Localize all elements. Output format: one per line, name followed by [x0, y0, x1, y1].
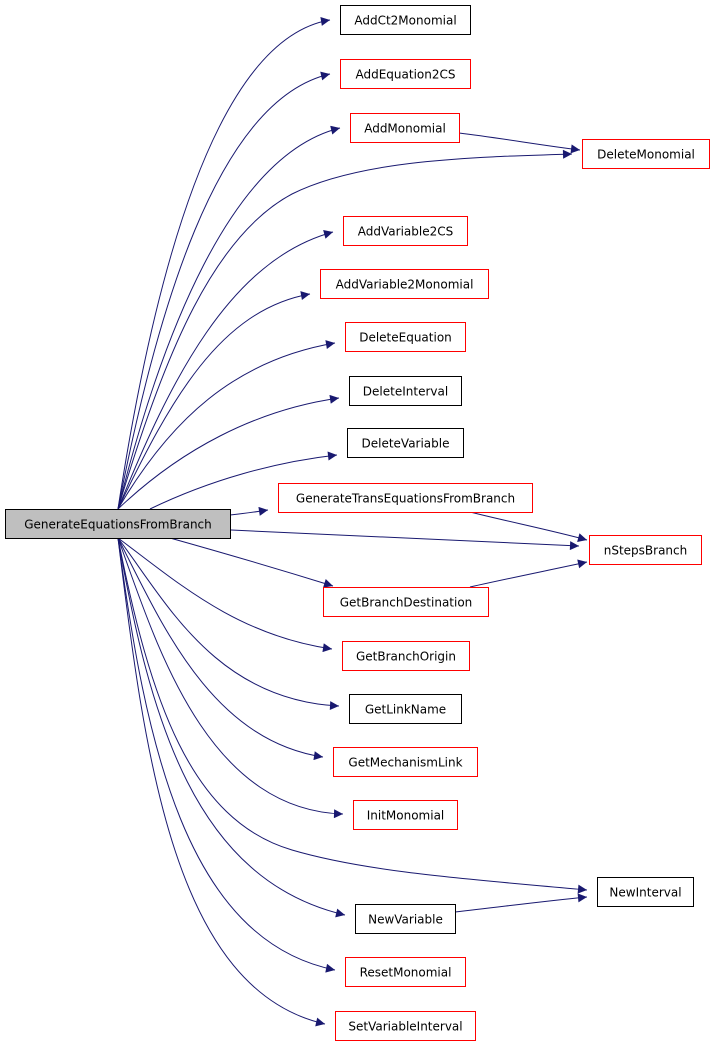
node-addequation2cs-label: AddEquation2CS — [355, 68, 455, 82]
edge-root-to-deletemonomial — [117, 149, 573, 510]
node-resetmonomial-label: ResetMonomial — [360, 966, 452, 980]
edge-root-to-newinterval — [117, 537, 588, 894]
edge-root-to-setvariableinterval — [117, 537, 326, 1027]
node-deleteequation-label: DeleteEquation — [359, 331, 452, 345]
node-deletevariable-label: DeleteVariable — [361, 437, 449, 451]
root-node-generateequationsfrombranch[interactable]: GenerateEquationsFromBranch — [5, 509, 231, 539]
edge-root-to-nstepsbranch — [229, 529, 580, 551]
node-newinterval-label: NewInterval — [609, 886, 681, 900]
edge-root-to-initmonomial — [117, 537, 344, 819]
node-generatetransequationsfrombranch-label: GenerateTransEquationsFromBranch — [296, 492, 515, 506]
edge-root-to-addvariable2monomial — [117, 291, 311, 510]
node-addequation2cs[interactable]: AddEquation2CS — [340, 59, 471, 89]
node-newinterval-box — [597, 877, 694, 907]
node-addequation2cs-box — [340, 59, 471, 89]
node-nstepsbranch[interactable]: nStepsBranch — [589, 535, 702, 565]
edge-root-to-addmonomial — [117, 125, 341, 510]
edge-root-to-generatetransequationsfrombranch — [229, 506, 269, 516]
node-getlinkname[interactable]: GetLinkName — [349, 694, 462, 724]
node-setvariableinterval[interactable]: SetVariableInterval — [335, 1011, 476, 1041]
edge-root-to-deleteequation — [117, 340, 336, 510]
edge-getbranchdestination-to-nstepsbranch — [469, 559, 588, 588]
node-addmonomial-box — [350, 113, 460, 143]
node-addmonomial-label: AddMonomial — [364, 122, 446, 136]
node-newvariable-label: NewVariable — [368, 913, 443, 927]
node-getbranchorigin-box — [342, 641, 470, 671]
edge-root-to-deleteinterval — [117, 394, 340, 510]
node-addvariable2cs[interactable]: AddVariable2CS — [343, 216, 468, 246]
edge-addmonomial-to-deletemonomial — [458, 132, 581, 154]
edge-root-to-getbranchorigin — [117, 537, 333, 653]
node-newvariable[interactable]: NewVariable — [355, 904, 456, 934]
edge-root-to-getlinkname — [117, 537, 340, 711]
node-initmonomial-label: InitMonomial — [367, 809, 445, 823]
node-generatetransequationsfrombranch-box — [278, 483, 533, 513]
node-newinterval[interactable]: NewInterval — [597, 877, 694, 907]
node-getmechanismlink-label: GetMechanismLink — [348, 756, 462, 770]
node-deleteequation[interactable]: DeleteEquation — [345, 322, 466, 352]
edge-root-to-resetmonomial — [117, 537, 336, 973]
node-nstepsbranch-label: nStepsBranch — [604, 544, 688, 558]
node-resetmonomial-box — [345, 957, 466, 987]
node-getbranchdestination-box — [323, 587, 489, 617]
node-addvariable2monomial-label: AddVariable2Monomial — [336, 278, 474, 292]
node-resetmonomial[interactable]: ResetMonomial — [345, 957, 466, 987]
node-addct2monomial[interactable]: AddCt2Monomial — [340, 5, 471, 35]
edge-newvariable-to-newinterval — [454, 893, 588, 913]
edge-root-to-addvariable2cs — [117, 230, 334, 510]
node-layer: GenerateEquationsFromBranch AddCt2Monomia… — [5, 5, 710, 1041]
edge-root-to-newvariable — [117, 537, 346, 918]
node-getmechanismlink[interactable]: GetMechanismLink — [333, 747, 478, 777]
node-deletemonomial-label: DeleteMonomial — [597, 148, 695, 162]
edge-root-to-getbranchdestination — [169, 537, 334, 588]
node-getlinkname-box — [349, 694, 462, 724]
node-addct2monomial-label: AddCt2Monomial — [354, 14, 456, 28]
edge-root-to-addequation2cs — [117, 71, 331, 510]
node-deletemonomial-box — [582, 139, 710, 169]
node-addct2monomial-box — [340, 5, 471, 35]
edge-root-to-addct2monomial — [117, 17, 331, 510]
node-setvariableinterval-label: SetVariableInterval — [348, 1020, 462, 1034]
edge-root-to-getmechanismlink — [117, 537, 324, 761]
root-node-generateequationsfrombranch-box — [5, 509, 231, 539]
node-setvariableinterval-box — [335, 1011, 476, 1041]
edge-generatetransequationsfrombranch-to-nstepsbranch — [469, 511, 588, 542]
node-getbranchorigin-label: GetBranchOrigin — [356, 650, 456, 664]
node-nstepsbranch-box — [589, 535, 702, 565]
node-newvariable-box — [355, 904, 456, 934]
node-generatetransequationsfrombranch[interactable]: GenerateTransEquationsFromBranch — [278, 483, 533, 513]
node-initmonomial[interactable]: InitMonomial — [353, 800, 458, 830]
node-getlinkname-label: GetLinkName — [365, 703, 446, 717]
node-addvariable2monomial-box — [320, 269, 489, 299]
node-initmonomial-box — [353, 800, 458, 830]
node-addvariable2cs-box — [343, 216, 468, 246]
node-deletemonomial[interactable]: DeleteMonomial — [582, 139, 710, 169]
node-deleteinterval-box — [349, 376, 462, 406]
node-addmonomial[interactable]: AddMonomial — [350, 113, 460, 143]
node-getmechanismlink-box — [333, 747, 478, 777]
node-deleteinterval[interactable]: DeleteInterval — [349, 376, 462, 406]
node-getbranchdestination-label: GetBranchDestination — [340, 596, 473, 610]
node-addvariable2cs-label: AddVariable2CS — [358, 225, 453, 239]
node-deletevariable-box — [347, 428, 464, 458]
node-getbranchorigin[interactable]: GetBranchOrigin — [342, 641, 470, 671]
edge-layer — [117, 17, 588, 1027]
root-node-generateequationsfrombranch-label: GenerateEquationsFromBranch — [24, 518, 212, 532]
node-deleteinterval-label: DeleteInterval — [363, 385, 448, 399]
node-deletevariable[interactable]: DeleteVariable — [347, 428, 464, 458]
node-addvariable2monomial[interactable]: AddVariable2Monomial — [320, 269, 489, 299]
node-deleteequation-box — [345, 322, 466, 352]
node-getbranchdestination[interactable]: GetBranchDestination — [323, 587, 489, 617]
edge-root-to-deletevariable — [149, 451, 338, 510]
